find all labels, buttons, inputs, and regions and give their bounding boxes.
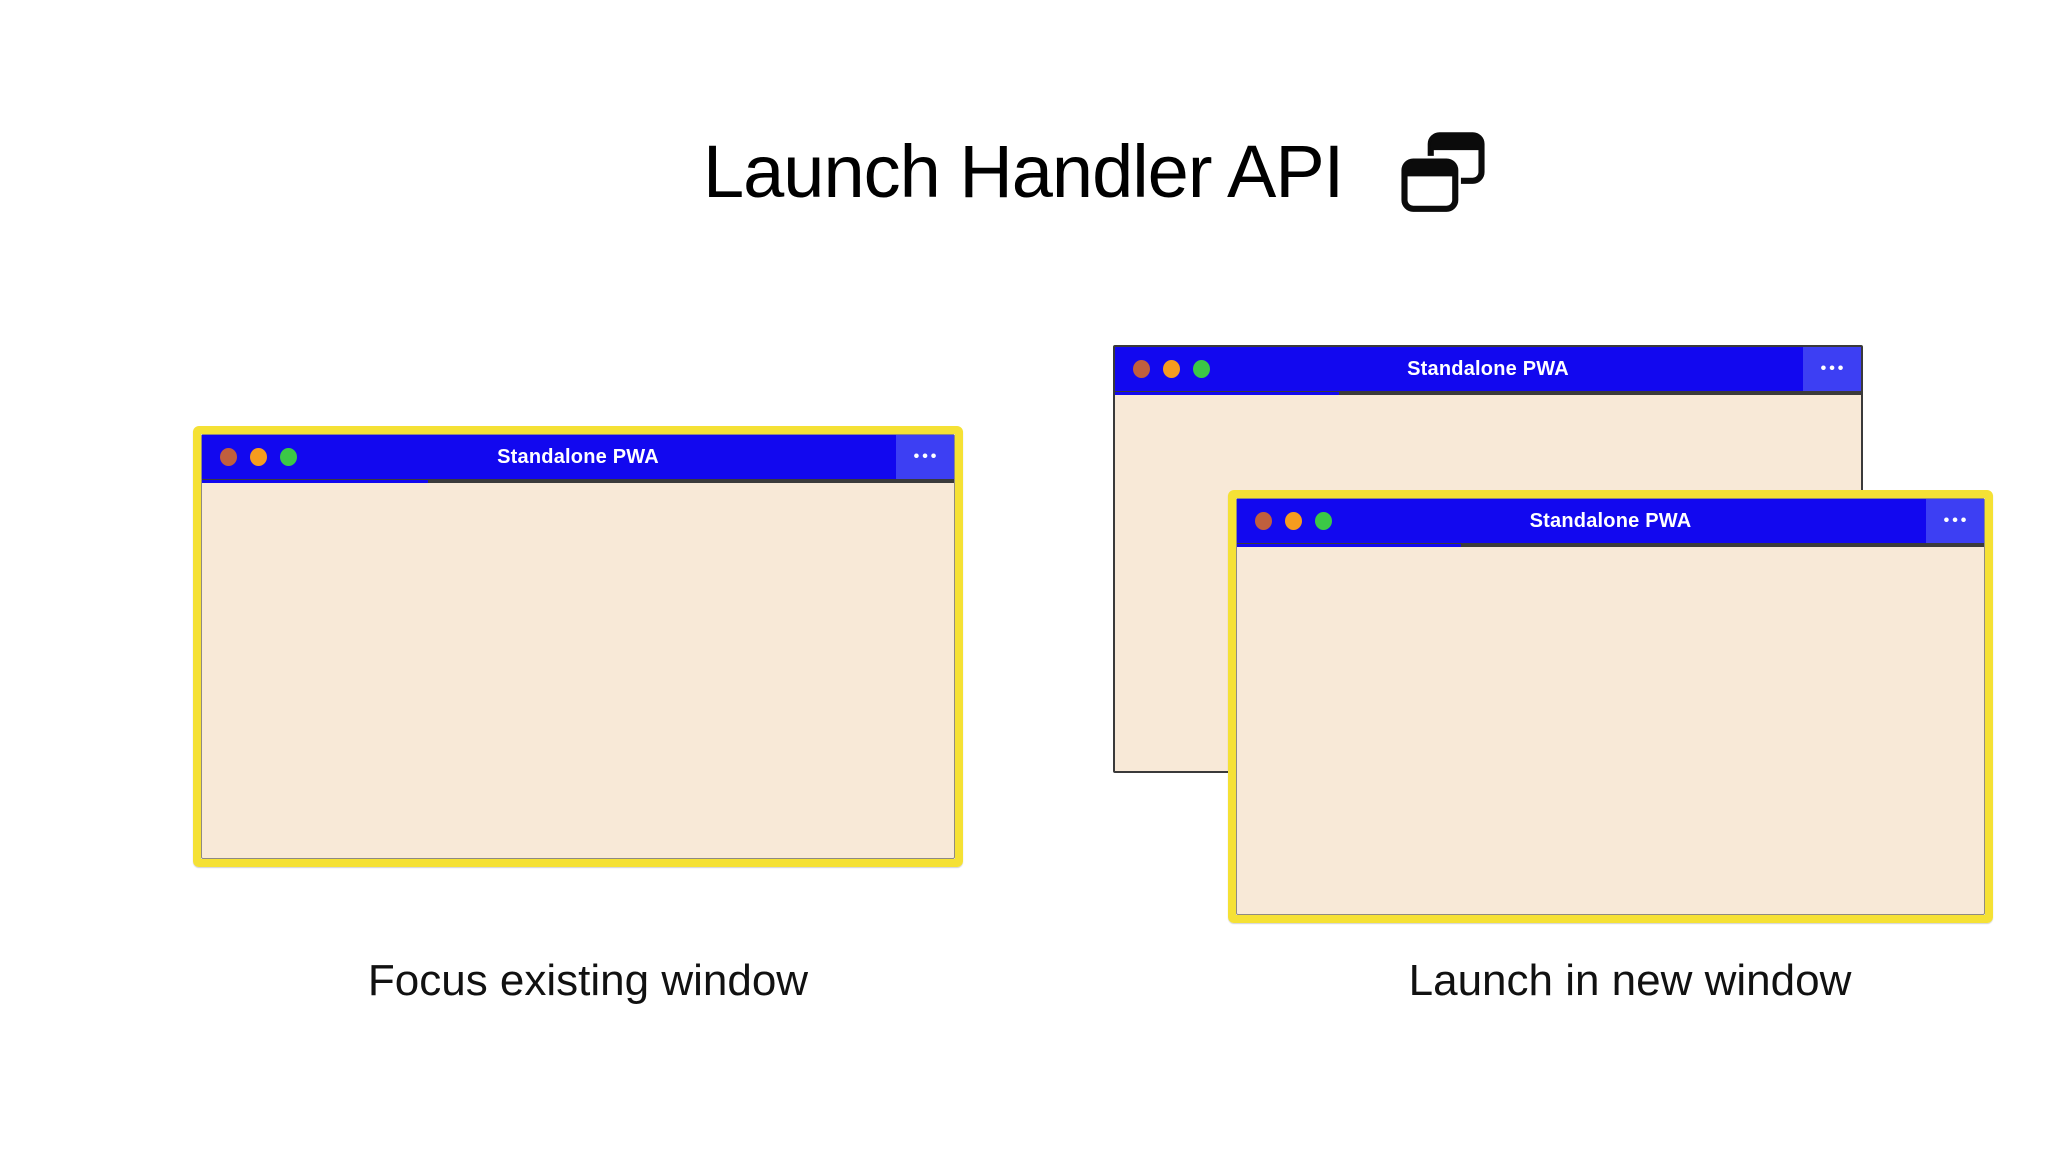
window-chrome: Standalone PWA ••• bbox=[1236, 498, 1985, 915]
caption-launch-new: Launch in new window bbox=[1408, 956, 1852, 1005]
maximize-icon[interactable] bbox=[1315, 512, 1332, 530]
close-icon[interactable] bbox=[1133, 360, 1150, 378]
diagram-heading: Launch Handler API bbox=[703, 128, 1485, 217]
traffic-lights bbox=[1133, 347, 1210, 391]
window-title: Standalone PWA bbox=[1529, 509, 1692, 532]
close-icon[interactable] bbox=[1255, 512, 1272, 530]
window-content bbox=[1237, 547, 1984, 914]
window-title: Standalone PWA bbox=[1407, 357, 1569, 380]
page-title: Launch Handler API bbox=[703, 130, 1344, 213]
ellipsis-icon: ••• bbox=[913, 448, 940, 465]
window-titlebar: Standalone PWA ••• bbox=[1115, 347, 1861, 395]
window-menu-button[interactable]: ••• bbox=[1803, 347, 1861, 391]
maximize-icon[interactable] bbox=[280, 448, 297, 466]
close-icon[interactable] bbox=[220, 448, 237, 466]
pwa-window-new-focused: Standalone PWA ••• bbox=[1228, 490, 1993, 923]
overlapping-windows-icon bbox=[1401, 132, 1485, 215]
window-menu-button[interactable]: ••• bbox=[896, 435, 954, 479]
ellipsis-icon: ••• bbox=[1943, 512, 1970, 529]
minimize-icon[interactable] bbox=[1285, 512, 1302, 530]
traffic-lights bbox=[220, 435, 297, 479]
pwa-window-existing-focused: Standalone PWA ••• bbox=[193, 426, 963, 867]
window-menu-button[interactable]: ••• bbox=[1926, 499, 1984, 543]
minimize-icon[interactable] bbox=[250, 448, 267, 466]
minimize-icon[interactable] bbox=[1163, 360, 1180, 378]
window-chrome: Standalone PWA ••• bbox=[201, 434, 955, 859]
window-title: Standalone PWA bbox=[497, 445, 659, 468]
ellipsis-icon: ••• bbox=[1820, 360, 1847, 377]
maximize-icon[interactable] bbox=[1193, 360, 1210, 378]
traffic-lights bbox=[1255, 499, 1332, 543]
window-titlebar: Standalone PWA ••• bbox=[1237, 499, 1984, 547]
caption-focus-existing: Focus existing window bbox=[367, 956, 809, 1005]
window-titlebar: Standalone PWA ••• bbox=[202, 435, 954, 483]
window-content bbox=[202, 483, 954, 858]
